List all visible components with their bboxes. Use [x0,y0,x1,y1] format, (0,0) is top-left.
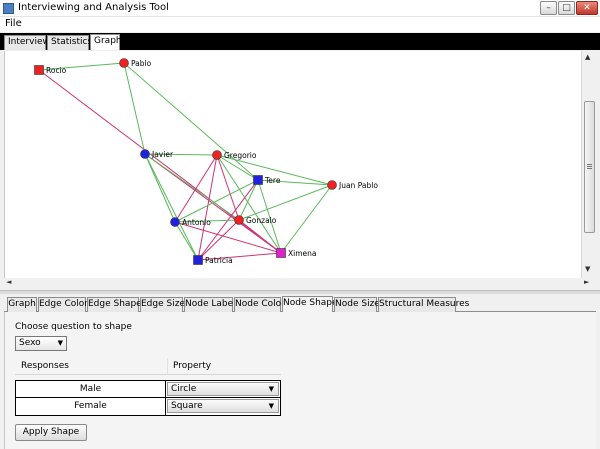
tab-edge-size[interactable]: Edge Size [140,297,185,312]
graph-edge-pablo-javier [123,62,146,155]
property-select[interactable]: Circle ▼ [167,382,279,396]
graph-node-juanpablo[interactable] [327,180,337,190]
graph-edge-gonzalo-ximena [238,219,282,254]
graph-edge-juanpablo-gonzalo [238,184,333,221]
graph-node-rocio[interactable] [34,65,44,75]
tab-node-color[interactable]: Node Color [234,297,285,312]
node-shape-panel: Choose question to shape Sexo ▼ Response… [4,312,596,449]
property-value: Square [171,401,203,411]
tab-interview[interactable]: Interview [4,35,50,50]
graph-edge-gregorio-gonzalo [216,154,240,221]
graph-node-label-javier: Javier [151,150,174,159]
tab-node-shape[interactable]: Node Shape [282,296,338,313]
column-header-property: Property [173,361,212,371]
graph-node-label-gregorio: Gregorio [224,151,257,160]
graph-node-label-antonio: Antonio [182,218,211,227]
tab-structural-measures[interactable]: Structural Measures [378,297,469,312]
graph-node-label-pablo: Pablo [131,59,152,68]
chevron-down-icon: ▼ [268,385,274,393]
question-select[interactable]: Sexo ▼ [15,336,67,351]
vertical-scroll-thumb[interactable] [584,101,595,233]
graph-edge-patricia-ximena [197,252,282,261]
maximize-button[interactable]: □ [558,1,575,15]
settings-tab-bar: Graph Edge Color Edge Shape Edge Size No… [4,296,596,313]
graph-edge-tere-juanpablo [257,179,333,186]
graph-node-label-rocio: Rocio [46,66,67,75]
graph-edge-javier-patricia [144,153,199,261]
apply-shape-button[interactable]: Apply Shape [15,424,87,441]
response-cell: Female [16,398,166,415]
app-window-icon [3,3,14,14]
title-bar: Interviewing and Analysis Tool – □ ✕ [0,0,600,17]
tab-node-size[interactable]: Node Size [334,297,380,312]
graph-edge-tere-antonio [174,179,259,223]
table-row: Male Circle ▼ [16,381,280,398]
tab-edge-shape[interactable]: Edge Shape [87,297,142,312]
graph-edge-antonio-gonzalo [174,219,240,223]
graph-node-javier[interactable] [140,149,150,159]
graph-edge-tere-gonzalo [238,179,259,221]
graph-edge-antonio-ximena [174,221,282,254]
graph-node-patricia[interactable] [193,255,203,265]
graph-edge-gregorio-ximena [216,154,282,254]
graph-edge-gonzalo-patricia [197,219,240,261]
graph-node-gregorio[interactable] [212,150,222,160]
scroll-down-icon[interactable]: ▼ [585,265,591,273]
graph-edge-rocio-ximena [38,69,282,254]
menu-file[interactable]: File [5,18,22,29]
graph-edge-gregorio-patricia [197,154,218,261]
graph-edge-juanpablo-ximena [280,184,333,254]
graph-node-label-patricia: Patricia [205,256,233,265]
horizontal-scrollbar[interactable]: ◄ ► [4,278,596,290]
graph-edge-javier-gonzalo [144,153,240,221]
graph-node-label-juanpablo: Juan Pablo [338,181,378,190]
choose-question-label: Choose question to shape [15,322,132,332]
property-select[interactable]: Square ▼ [167,399,279,413]
scroll-up-icon[interactable]: ▲ [585,53,591,61]
scroll-right-icon[interactable]: ► [584,278,590,286]
tab-edge-color[interactable]: Edge Color [38,297,88,312]
graph-node-pablo[interactable] [119,58,129,68]
graph-node-label-tere: Tere [264,176,281,185]
window-title: Interviewing and Analysis Tool [18,2,169,13]
question-select-value: Sexo [19,338,41,348]
main-tab-bar: Interview Statistics Graph [0,33,600,50]
graph-node-antonio[interactable] [170,217,180,227]
scroll-left-icon[interactable]: ◄ [6,278,12,286]
table-row: Female Square ▼ [16,398,280,415]
tab-settings-graph[interactable]: Graph [7,297,37,312]
close-button[interactable]: ✕ [576,1,598,15]
menu-bar: File [0,17,600,32]
graph-edge-gregorio-tere [216,154,259,181]
response-cell: Male [16,381,166,398]
graph-edge-rocio-pablo [38,62,125,71]
graph-node-gonzalo[interactable] [234,215,244,225]
shape-table: Male Circle ▼ Female Square ▼ [15,380,281,416]
property-value: Circle [171,384,197,394]
graph-edge-javier-antonio [144,153,176,223]
split-pane-divider[interactable] [0,290,600,294]
graph-node-label-gonzalo: Gonzalo [246,216,277,225]
tab-node-label[interactable]: Node Label [184,297,236,312]
graph-edge-gregorio-juanpablo [216,154,333,186]
minimize-button[interactable]: – [540,1,557,15]
graph-edge-tere-ximena [257,179,282,254]
tab-statistics[interactable]: Statistics [47,35,92,50]
chevron-down-icon: ▼ [57,339,63,347]
chevron-down-icon: ▼ [268,402,274,410]
graph-node-label-ximena: Ximena [288,249,317,258]
graph-node-ximena[interactable] [276,248,286,258]
tab-graph[interactable]: Graph [90,34,122,50]
graph-edge-antonio-patricia [174,221,199,261]
graph-edge-pablo-tere [123,62,259,181]
column-header-responses: Responses [21,361,69,371]
shape-table-header: Responses Property [15,358,281,375]
vertical-scrollbar[interactable]: ▲ ▼ [581,51,596,278]
graph-node-tere[interactable] [253,175,263,185]
graph-edge-javier-gregorio [144,153,218,156]
graph-edge-gregorio-antonio [174,154,218,223]
